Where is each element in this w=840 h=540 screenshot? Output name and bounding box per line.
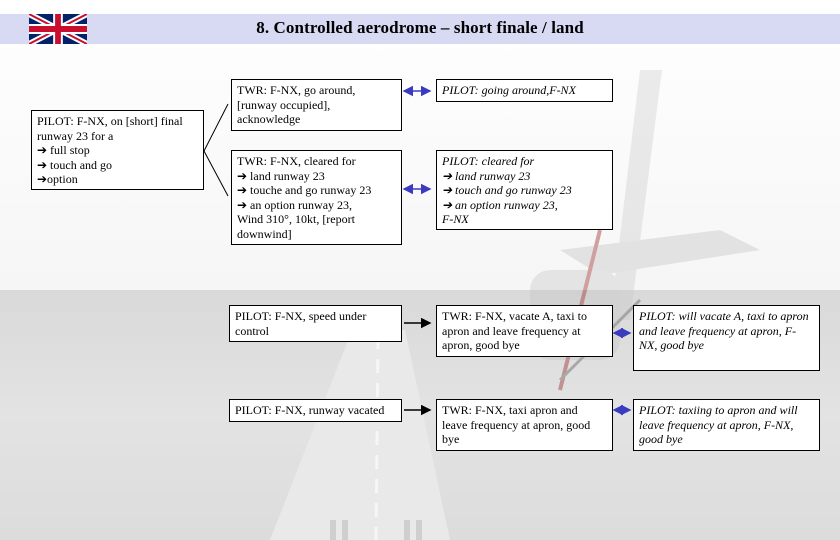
twr-taxi-apron-box: TWR: F-NX, taxi apron and leave frequenc… (436, 399, 613, 451)
pilot-initial-box: PILOT: F-NX, on [short] final runway 23 … (31, 110, 204, 190)
twr-go-around-box: TWR: F-NX, go around, [runway occupied],… (231, 79, 402, 131)
twr-vacate-box: TWR: F-NX, vacate A, taxi to apron and l… (436, 305, 613, 357)
page-title: 8. Controlled aerodrome – short finale /… (256, 18, 584, 37)
pilot-taxiing-box: PILOT: taxiing to apron and will leave f… (633, 399, 820, 451)
fork-line-lower (203, 150, 229, 197)
pilot-will-vacate-box: PILOT: will vacate A, taxi to apron and … (633, 305, 820, 371)
pilot-vacated-box: PILOT: F-NX, runway vacated (229, 399, 402, 422)
header-band (0, 14, 840, 44)
pilot-going-around-box: PILOT: going around,F-NX (436, 79, 613, 102)
uk-flag-icon (29, 14, 87, 44)
pilot-speed-box: PILOT: F-NX, speed under control (229, 305, 402, 342)
fork-line-upper (203, 103, 229, 152)
twr-cleared-box: TWR: F-NX, cleared for ➔ land runway 23 … (231, 150, 402, 245)
pilot-cleared-box: PILOT: cleared for ➔ land runway 23 ➔ to… (436, 150, 613, 230)
